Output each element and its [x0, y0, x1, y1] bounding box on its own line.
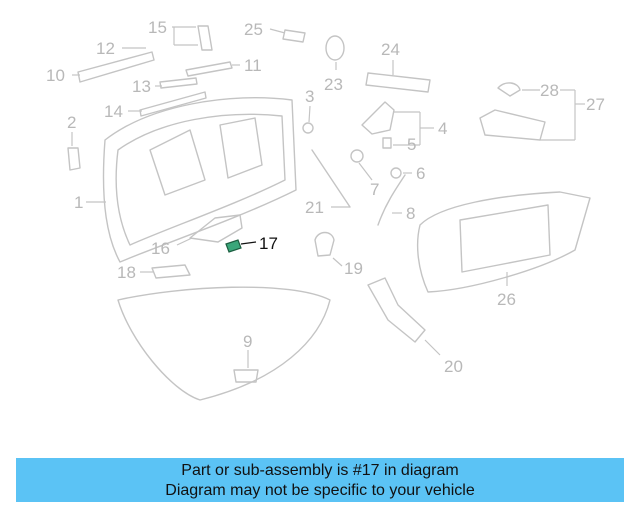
- callout-27: 27: [586, 95, 605, 114]
- callout-10: 10: [46, 66, 65, 85]
- callout-3: 3: [305, 87, 314, 106]
- part-23: [325, 35, 345, 61]
- callout-24: 24: [381, 40, 400, 59]
- callout-11: 11: [244, 56, 262, 75]
- part-24: [365, 72, 431, 93]
- part-28: [497, 82, 521, 97]
- callout-1: 1: [74, 193, 83, 212]
- info-banner: Part or sub-assembly is #17 in diagram D…: [16, 458, 624, 502]
- part-trunk-lid: [102, 97, 297, 263]
- part-13: [159, 77, 198, 89]
- part-20: [367, 277, 426, 343]
- part-5: [382, 137, 392, 149]
- callout-18: 18: [117, 263, 136, 282]
- callout-17: 17: [259, 234, 278, 253]
- part-3: [302, 122, 314, 134]
- callout-8: 8: [406, 204, 415, 223]
- callout-23: 23: [324, 75, 343, 94]
- part-8: [377, 174, 406, 226]
- part-27: [479, 109, 546, 141]
- part-4: [361, 101, 395, 135]
- callout-12: 12: [96, 39, 115, 58]
- callout-2: 2: [67, 113, 76, 132]
- callout-16: 16: [151, 239, 170, 258]
- part-26-trim-panel: [416, 191, 591, 293]
- callout-9: 9: [243, 332, 252, 351]
- part-6: [390, 167, 402, 179]
- callout-28: 28: [540, 81, 559, 100]
- part-18: [151, 264, 191, 279]
- banner-line-2: Diagram may not be specific to your vehi…: [165, 482, 475, 499]
- callout-15: 15: [148, 18, 167, 37]
- callout-26: 26: [497, 290, 516, 309]
- part-9: [233, 369, 259, 383]
- callout-19: 19: [344, 259, 363, 278]
- part-15: [197, 25, 213, 51]
- callout-25: 25: [244, 20, 263, 39]
- part-14: [139, 91, 207, 117]
- callout-14: 14: [104, 102, 123, 121]
- part-21: [311, 149, 351, 208]
- part-2: [67, 147, 81, 171]
- part-7: [350, 149, 364, 163]
- callout-13: 13: [132, 77, 151, 96]
- callout-21: 21: [305, 198, 324, 217]
- part-16: [189, 214, 243, 243]
- callout-20: 20: [444, 357, 463, 376]
- part-weatherstrip: [117, 286, 331, 401]
- part-19: [314, 231, 335, 257]
- part-17-highlighted: [225, 239, 242, 253]
- callout-7: 7: [370, 180, 379, 199]
- banner-line-1: Part or sub-assembly is #17 in diagram: [181, 462, 459, 479]
- part-11: [185, 61, 233, 77]
- part-25: [282, 29, 306, 43]
- callout-5: 5: [407, 135, 416, 154]
- leader-lines: [71, 26, 585, 368]
- callout-6: 6: [416, 164, 425, 183]
- parts-diagram: 1 2 3 4 5 6 7 8 9 10 11 12 13 14 15 16 1…: [46, 18, 605, 401]
- part-10: [77, 51, 155, 83]
- callout-4: 4: [438, 119, 447, 138]
